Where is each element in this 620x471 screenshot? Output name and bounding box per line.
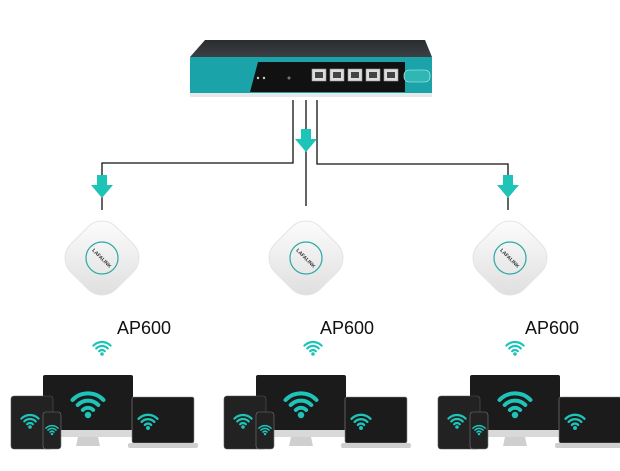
ethernet-port-hole [315,72,323,78]
arrow-down-icon [295,129,317,152]
wifi-icon [497,391,533,419]
laptop [555,396,620,448]
access-point-logo-ring [493,241,527,275]
device-group [223,375,411,450]
smartphone [42,411,62,450]
access-point-body [472,220,548,296]
router-badge [403,69,431,83]
wifi-icon [45,424,59,436]
device-group [437,375,620,450]
desktop-monitor [43,375,133,446]
device-group [10,375,198,450]
cables [101,100,509,210]
wifi-icon [233,413,253,429]
ethernet-port-hole [387,72,395,78]
arrow-down-icon [91,175,113,198]
access-point-logo-ring [289,241,323,275]
cable-left [101,100,294,210]
wifi-signal-icon [303,340,323,356]
wifi-signal-icon [505,340,525,356]
wifi-icon [20,413,40,429]
wifi-icon [447,413,467,429]
arrow-down-icon [497,175,519,198]
laptop [341,396,411,448]
laptop [128,396,198,448]
monitor-stand [503,437,527,446]
ethernet-port-hole [351,72,359,78]
access-point-body [268,220,344,296]
wifi-signal-icon [92,340,112,356]
tablet [223,395,267,450]
access-point-logo-ring [85,241,119,275]
ap-label: AP600 [117,318,172,338]
ethernet-port-hole [333,72,341,78]
wifi-icon [258,424,272,436]
tablet [10,395,54,450]
router [190,40,432,97]
smartphone [255,411,275,450]
arrows [91,129,519,198]
access-points: LAFALINK LAFALINK LAFALINK [64,220,548,356]
router-ports [311,68,399,82]
monitor-stand [289,437,313,446]
client-devices [10,375,620,450]
wifi-icon [350,413,372,430]
access-point: LAFALINK [268,220,344,296]
wifi-icon [283,391,319,419]
monitor-stand [76,437,100,446]
ethernet-port-hole [369,72,377,78]
desktop-monitor [256,375,346,446]
wifi-icon [564,413,586,430]
ap-label: AP600 [320,318,375,338]
wifi-icon [137,413,159,430]
desktop-monitor [470,375,560,446]
access-point-body [64,220,140,296]
cable-right [316,100,509,210]
access-point: LAFALINK [472,220,548,296]
wifi-icon [70,391,106,419]
access-point: LAFALINK [64,220,140,296]
smartphone [469,411,489,450]
wifi-icon [472,424,486,436]
ap-label: AP600 [525,318,580,338]
